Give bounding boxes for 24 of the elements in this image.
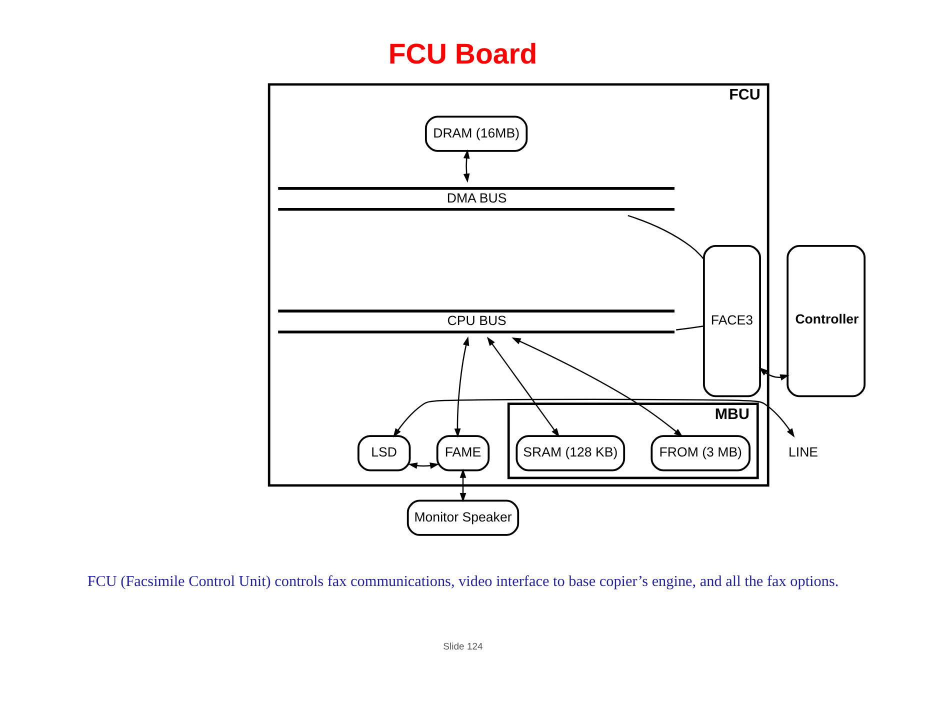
label: Slide 124 — [443, 641, 483, 652]
arrow — [460, 468, 466, 502]
node-box: DRAM (16MB) — [424, 116, 528, 152]
node-text: DMA BUS — [446, 190, 507, 206]
node-box: SRAM (128 KB) — [516, 435, 626, 472]
node-text: LINE — [788, 444, 818, 460]
node-box: Controller — [786, 245, 866, 398]
node-box: FROM (3 MB) — [650, 435, 751, 472]
node-box: LSD — [358, 435, 411, 472]
node-text: CPU BUS — [447, 313, 506, 328]
arrow — [454, 336, 470, 438]
arrow — [512, 338, 683, 438]
node-box: FAME — [436, 435, 490, 472]
diagram-title: FCU Board — [388, 38, 538, 70]
arrow — [393, 398, 795, 438]
arrow — [463, 149, 470, 183]
node-box: Monitor Speaker — [406, 500, 520, 536]
caption: FCU (Facsimile Control Unit) controls fax communications, video interface to base copier’s engine, and all the fax options. — [87, 573, 839, 590]
connector — [628, 215, 704, 260]
node-box: FACE3 — [703, 245, 761, 398]
arrow — [758, 367, 790, 381]
arrow — [486, 336, 560, 438]
connector — [676, 326, 704, 330]
arrow — [408, 462, 440, 469]
